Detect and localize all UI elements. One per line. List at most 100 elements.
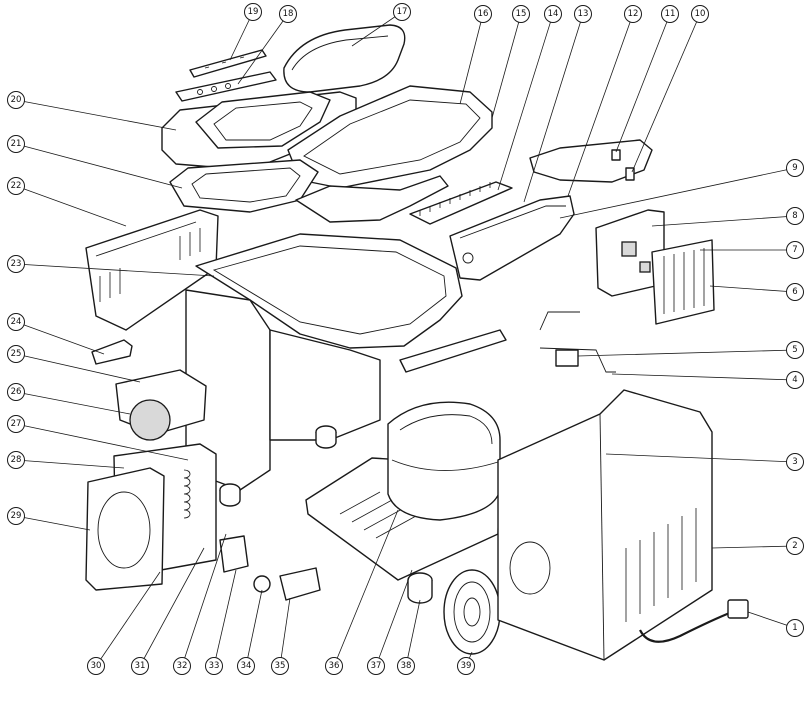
callout-circle [237,657,255,675]
callout-number: 39 [461,661,472,671]
callout-circle [87,657,105,675]
callout-33: 33 [205,657,223,675]
callout-3: 3 [786,453,804,471]
callout-circle [7,91,25,109]
callout-circle [661,5,679,23]
part-compressor [387,401,501,521]
callout-19: 19 [244,3,262,21]
part-ice-basket [85,209,219,331]
callout-4: 4 [786,371,804,389]
callout-circle [393,3,411,21]
callout-20: 20 [7,91,25,109]
callout-31: 31 [131,657,149,675]
leader-line-35 [279,597,291,667]
leader-line-12 [567,13,634,197]
callout-circle [7,507,25,525]
leader-line-15 [491,13,522,119]
part-ice-shovel-plate [409,181,513,225]
callout-11: 11 [661,5,679,23]
callout-number: 24 [11,317,22,327]
callout-circle [786,207,804,225]
callout-number: 22 [11,181,22,191]
leader-line-29 [15,515,91,531]
callout-32: 32 [173,657,191,675]
callout-38: 38 [397,657,415,675]
callout-number: 8 [792,211,797,221]
callout-37: 37 [367,657,385,675]
part-drain-valve [219,535,249,573]
callout-circle [786,283,804,301]
callout-16: 16 [474,5,492,23]
callout-number: 15 [516,9,527,19]
callout-6: 6 [786,283,804,301]
leader-line-3 [605,453,796,463]
leader-line-18 [237,13,289,85]
part-water-trough [449,195,575,281]
callout-circle [574,5,592,23]
callout-circle [279,5,297,23]
part-clip [91,339,133,365]
callout-number: 12 [628,9,639,19]
callout-circle [7,177,25,195]
part-inner-liner [195,233,463,349]
callout-circle [7,255,25,273]
callout-number: 34 [241,661,252,671]
callout-number: 23 [11,259,22,269]
callout-circle [786,159,804,177]
leader-line-17 [351,11,403,47]
callout-circle [325,657,343,675]
callout-number: 29 [11,511,22,521]
leader-line-37 [375,569,413,667]
callout-number: 37 [371,661,382,671]
part-gasket [169,159,319,213]
leader-line-22 [15,185,127,227]
part-cabinet-frame [185,289,381,491]
leader-line-11 [615,13,671,153]
callout-number: 17 [397,7,408,17]
callout-circle [244,3,262,21]
callout-circle [7,345,25,363]
callout-24: 24 [7,313,25,331]
callout-circle [397,657,415,675]
part-rubber-foot-c [407,572,433,604]
part-fan-shroud [85,467,165,591]
part-board-cover [651,239,715,325]
callout-8: 8 [786,207,804,225]
leader-line-10 [631,13,701,173]
callout-13: 13 [574,5,592,23]
leader-line-16 [459,13,484,105]
callout-number: 11 [665,9,676,19]
callout-10: 10 [691,5,709,23]
callout-number: 16 [478,9,489,19]
callout-39: 39 [457,657,475,675]
part-rubber-foot-a [219,483,241,507]
callout-number: 5 [792,345,797,355]
callout-26: 26 [7,383,25,401]
part-top-cover [161,91,357,171]
callout-5: 5 [786,341,804,359]
callout-17: 17 [393,3,411,21]
callout-1: 1 [786,619,804,637]
callout-29: 29 [7,507,25,525]
callout-circle [7,313,25,331]
callout-21: 21 [7,135,25,153]
callout-circle [691,5,709,23]
callout-number: 19 [248,7,259,17]
leader-line-38 [405,599,421,667]
leader-line-13 [523,13,584,203]
callout-number: 6 [792,287,797,297]
callout-circle [367,657,385,675]
callout-number: 10 [695,9,706,19]
leader-line-28 [15,459,125,469]
part-sensor-bracket [529,139,653,183]
leader-lines [15,11,796,667]
leader-line-21 [15,143,183,189]
leader-line-30 [95,571,161,667]
callout-circle [7,383,25,401]
callout-number: 38 [401,661,412,671]
callout-number: 26 [11,387,22,397]
leader-line-2 [711,545,796,549]
leader-line-5 [577,349,796,357]
